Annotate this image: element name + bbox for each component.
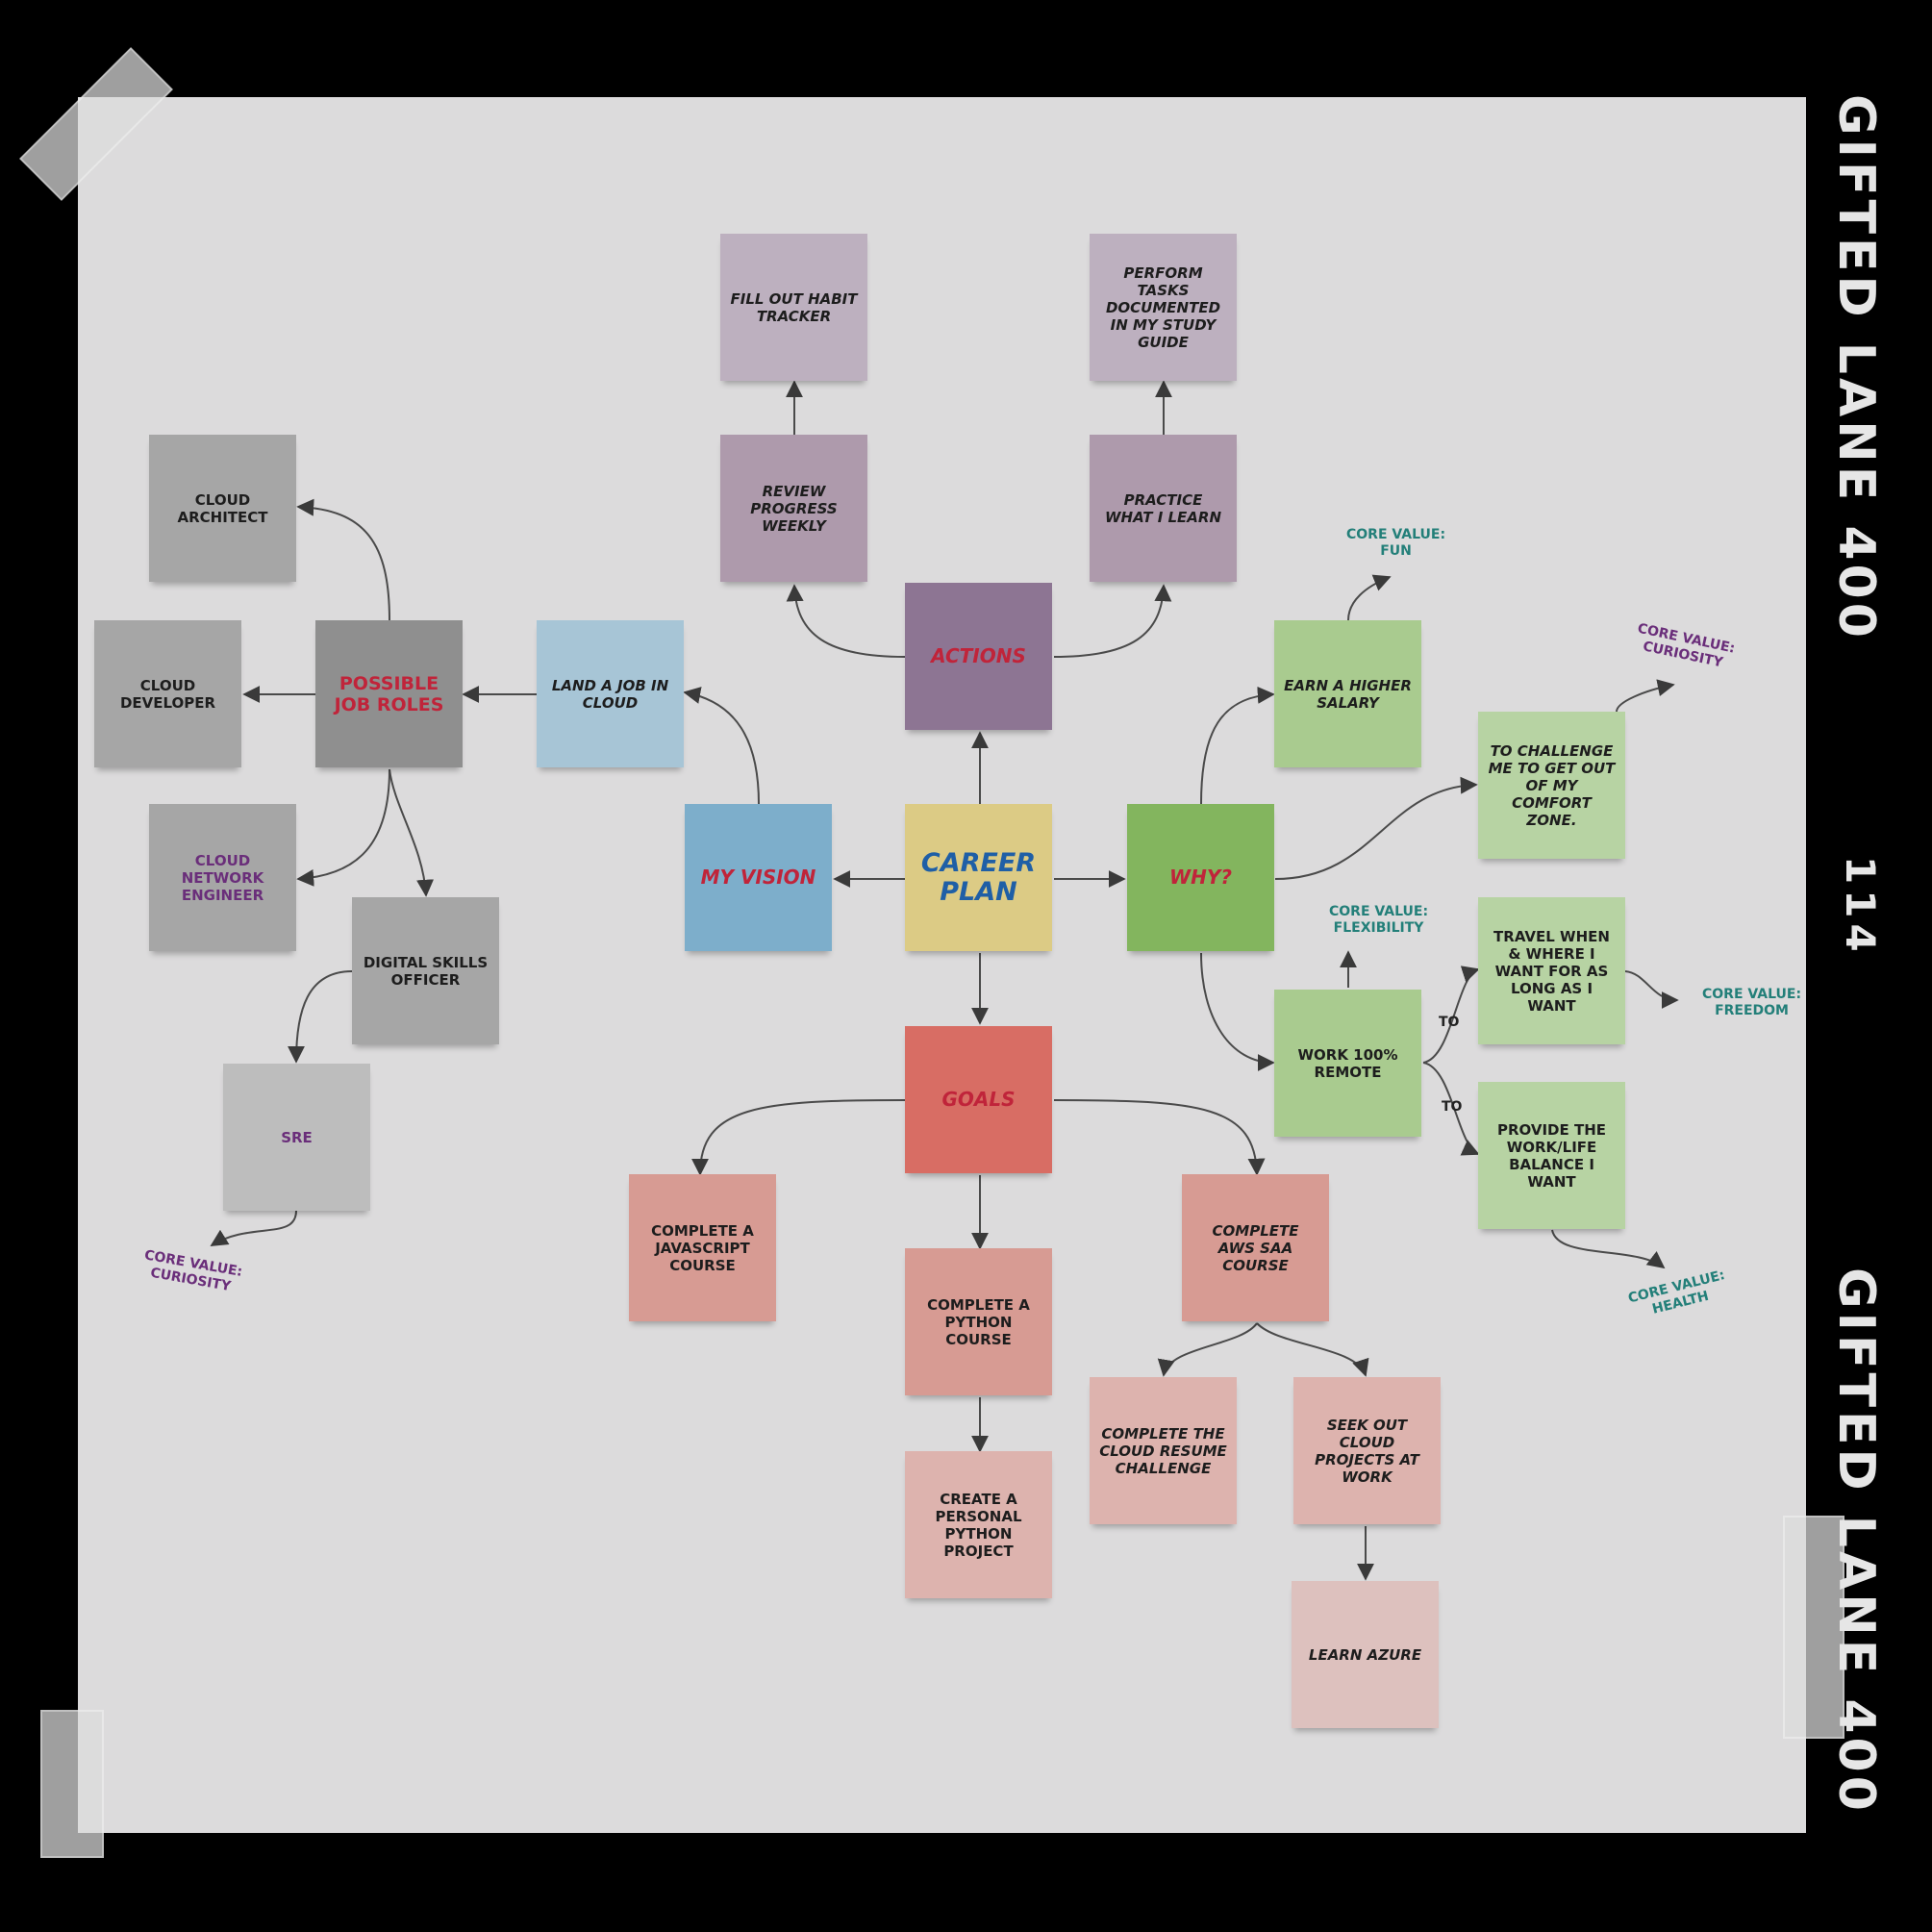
note-digital-skills-officer[interactable]: DIGITAL SKILLS OFFICER [352,897,499,1044]
core-value-fun-value: FUN [1380,543,1412,559]
link-actions-practice [1053,584,1172,658]
link-remote-balance [1422,1062,1480,1156]
note-python-course[interactable]: COMPLETE A PYTHON COURSE [905,1248,1052,1395]
core-value-freedom-value: FREEDOM [1715,1003,1789,1018]
note-practice[interactable]: PRACTICE WHAT I LEARN [1090,435,1237,582]
link-travel-freedom [1624,970,1679,1009]
link-goals-js [691,1099,906,1176]
tape-bottom-left [40,1710,104,1858]
link-goals-aws [1053,1099,1266,1176]
note-actions[interactable]: ACTIONS [905,583,1052,730]
link-roles-digital [389,768,435,897]
note-travel[interactable]: TRAVEL WHEN & WHERE I WANT FOR AS LONG A… [1478,897,1625,1044]
link-roles-architect [296,498,390,621]
note-learn-azure[interactable]: LEARN AZURE [1292,1581,1439,1728]
note-land-job[interactable]: LAND A JOB IN CLOUD [537,620,684,767]
note-sre[interactable]: SRE [223,1064,370,1211]
link-digital-sre [288,970,353,1064]
film-brand-top: GIFTED LANE 400 [1827,94,1885,641]
note-review-progress[interactable]: REVIEW PROGRESS WEEKLY [720,435,867,582]
film-brand-bottom: GIFTED LANE 400 [1827,1267,1885,1815]
link-actions-review [786,584,906,658]
core-value-flexibility-value: FLEXIBILITY [1333,920,1424,936]
link-why-challenge [1274,776,1478,880]
note-resume-challenge[interactable]: COMPLETE THE CLOUD RESUME CHALLENGE [1090,1377,1237,1524]
link-earn-fun [1347,574,1392,621]
note-aws-course[interactable]: COMPLETE AWS SAA COURSE [1182,1174,1329,1321]
note-challenge[interactable]: TO CHALLENGE ME TO GET OUT OF MY COMFORT… [1478,712,1625,859]
link-aws-projects [1256,1322,1369,1377]
note-perform-tasks[interactable]: PERFORM TASKS DOCUMENTED IN MY STUDY GUI… [1090,234,1237,381]
link-vision-land [683,687,760,805]
note-cloud-network-engineer[interactable]: CLOUD NETWORK ENGINEER [149,804,296,951]
note-cloud-architect[interactable]: CLOUD ARCHITECT [149,435,296,582]
core-value-flexibility: CORE VALUE: FLEXIBILITY [1329,904,1428,937]
core-value-fun: CORE VALUE: FUN [1346,527,1445,560]
note-why[interactable]: WHY? [1127,804,1274,951]
core-value-fun-label: CORE VALUE: [1346,527,1446,542]
edge-label-to-balance: TO [1442,1099,1463,1115]
note-earn-salary[interactable]: EARN A HIGHER SALARY [1274,620,1421,767]
note-cloud-developer[interactable]: CLOUD DEVELOPER [94,620,241,767]
link-aws-resume [1157,1322,1258,1377]
core-value-flexibility-label: CORE VALUE: [1329,904,1429,919]
link-why-earn [1200,686,1275,805]
link-roles-network [296,768,390,887]
link-challenge-curiosity [1616,679,1675,713]
link-why-remote [1200,952,1275,1071]
edge-label-to-travel: TO [1439,1015,1460,1030]
note-work-life-balance[interactable]: PROVIDE THE WORK/LIFE BALANCE I WANT [1478,1082,1625,1229]
note-python-project[interactable]: CREATE A PERSONAL PYTHON PROJECT [905,1451,1052,1598]
note-js-course[interactable]: COMPLETE A JAVASCRIPT COURSE [629,1174,776,1321]
note-career-plan[interactable]: CAREER PLAN [905,804,1052,951]
link-remote-travel [1422,966,1480,1064]
core-value-freedom-label: CORE VALUE: [1702,987,1802,1002]
note-cloud-projects[interactable]: SEEK OUT CLOUD PROJECTS AT WORK [1293,1377,1441,1524]
film-frame-number: 114 [1837,856,1884,958]
note-my-vision[interactable]: MY VISION [685,804,832,951]
note-fill-habit-tracker[interactable]: FILL OUT HABIT TRACKER [720,234,867,381]
tape-right [1783,1516,1844,1739]
link-balance-health [1551,1229,1666,1269]
note-possible-roles[interactable]: POSSIBLE JOB ROLES [315,620,463,767]
note-goals[interactable]: GOALS [905,1026,1052,1173]
note-work-remote[interactable]: WORK 100% REMOTE [1274,990,1421,1137]
link-sre-curiosity [210,1210,297,1246]
core-value-freedom: CORE VALUE: FREEDOM [1702,987,1801,1019]
